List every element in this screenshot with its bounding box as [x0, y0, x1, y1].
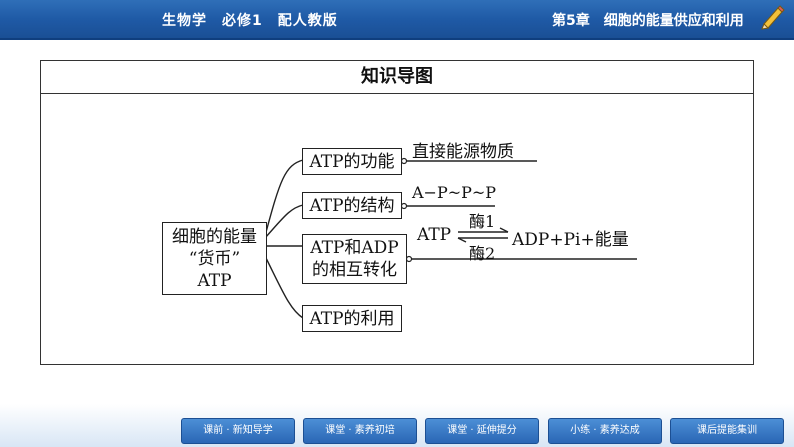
enzyme-1-label: 酶1: [469, 212, 496, 231]
nav-button-in-class-extension[interactable]: 课堂 · 延伸提分: [425, 418, 539, 444]
center-node: 细胞的能量 “货币” ATP: [162, 222, 267, 295]
nav-button-quiz[interactable]: 小练 · 素养达成: [548, 418, 662, 444]
branch-function: ATP的功能: [302, 148, 402, 175]
pencil-icon: [761, 5, 785, 30]
chapter-info: 第5章细胞的能量供应和利用: [552, 10, 758, 30]
chapter-title: 细胞的能量供应和利用: [603, 13, 744, 29]
nav-button-in-class-basic[interactable]: 课堂 · 素养初培: [303, 418, 417, 444]
branch-conversion: ATP和ADP 的相互转化: [302, 234, 407, 284]
branch-usage: ATP的利用: [302, 305, 402, 332]
center-line-3: ATP: [197, 270, 232, 291]
header-bar: 生物学 必修1 配人教版 第5章细胞的能量供应和利用: [0, 0, 794, 40]
nav-button-after-class[interactable]: 课后提能集训: [670, 418, 784, 444]
reaction-products: ADP+Pi+能量: [512, 230, 629, 250]
center-line-1: 细胞的能量: [172, 226, 257, 247]
center-line-2: “货币”: [188, 248, 241, 269]
reaction-atp: ATP: [417, 225, 452, 245]
enzyme-2-label: 酶2: [469, 244, 496, 263]
map-title: 知识导图: [41, 61, 753, 94]
branch-conversion-line-2: 的相互转化: [312, 260, 397, 280]
chapter-number: 第5章: [552, 13, 590, 29]
leaf-structure-formula: A−P~P~P: [412, 183, 497, 202]
course-title: 生物学 必修1 配人教版: [162, 13, 338, 29]
branch-conversion-line-1: ATP和ADP: [310, 238, 399, 258]
nav-button-prelesson[interactable]: 课前 · 新知导学: [181, 418, 295, 444]
branch-structure: ATP的结构: [302, 192, 402, 219]
leaf-direct-energy: 直接能源物质: [412, 142, 514, 162]
knowledge-map: 知识导图: [40, 60, 754, 365]
